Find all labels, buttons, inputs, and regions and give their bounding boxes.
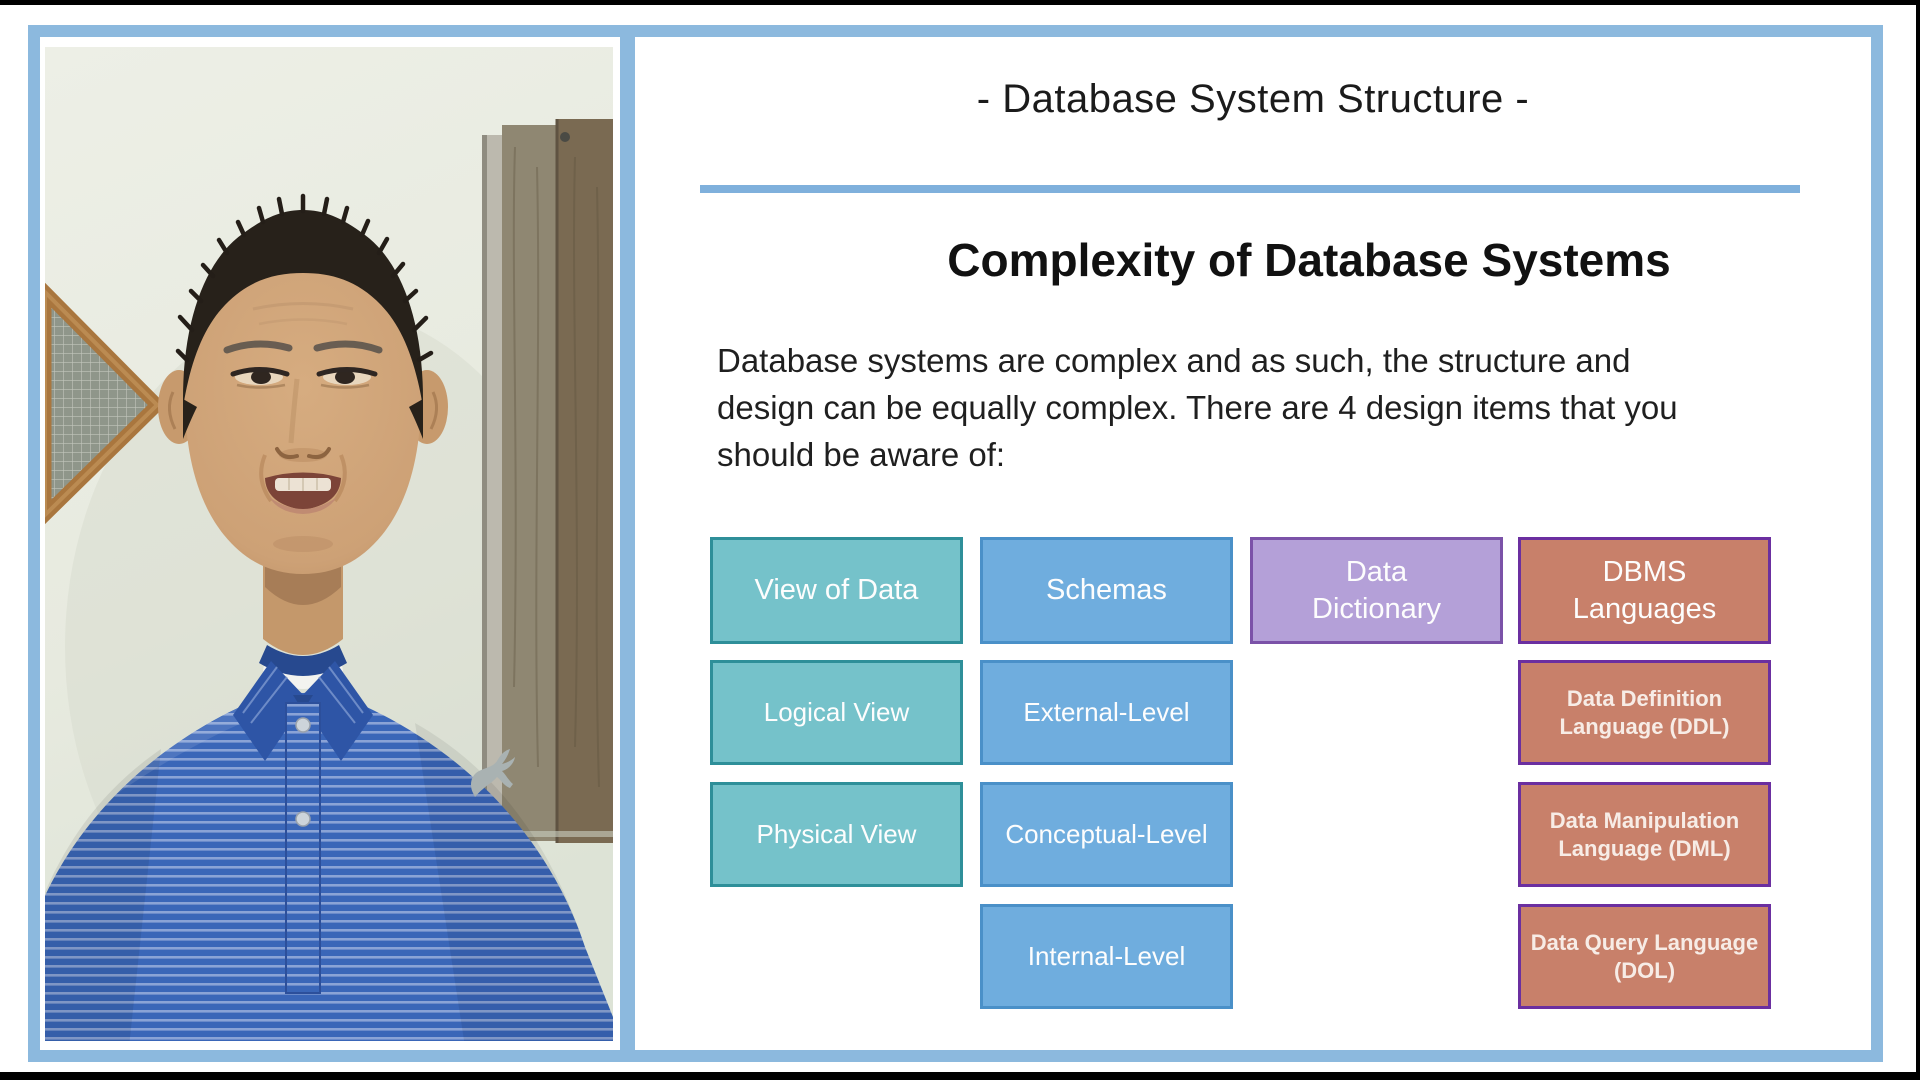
eyes — [230, 367, 378, 389]
wood-plank-frame — [482, 119, 613, 843]
panel-divider — [620, 25, 635, 1062]
paragraph-line-1: Database systems are complex and as such… — [717, 342, 1631, 379]
box-physical-view: Physical View — [710, 782, 963, 887]
box-view-of-data: View of Data — [710, 537, 963, 644]
slide-panel: - Database System Structure - Complexity… — [635, 37, 1871, 1050]
box-external-level: External-Level — [980, 660, 1233, 765]
mouth — [265, 472, 341, 514]
title-underline — [700, 185, 1800, 193]
polo-collar — [233, 645, 373, 761]
nose — [275, 378, 331, 462]
box-dml: Data Manipulation Language (DML) — [1518, 782, 1771, 887]
box-ddl: Data Definition Language (DDL) — [1518, 660, 1771, 765]
presenter-neck — [263, 547, 343, 655]
shirt-button — [295, 811, 311, 827]
presenter-face — [185, 261, 421, 574]
presenter-portrait — [45, 47, 613, 1041]
box-schemas: Schemas — [980, 537, 1233, 644]
presenter-shirt — [45, 687, 613, 1041]
mesh-triangle-frame — [45, 282, 167, 525]
presenter-hair — [175, 193, 434, 439]
box-logical-view: Logical View — [710, 660, 963, 765]
box-dbms-languages: DBMS Languages — [1518, 537, 1771, 644]
box-internal-level: Internal-Level — [980, 904, 1233, 1009]
box-dol: Data Query Language (DOL) — [1518, 904, 1771, 1009]
right-eyebrow — [313, 340, 383, 354]
paragraph-line-2: design can be equally complex. There are… — [717, 389, 1678, 426]
shirt-button — [295, 717, 311, 733]
slide-heading: Complexity of Database Systems — [947, 234, 1671, 286]
slide-paragraph: Database systems are complex and as such… — [717, 337, 1847, 478]
webcam-panel — [45, 47, 613, 1041]
presenter — [45, 193, 613, 1041]
letterbox-top — [0, 0, 1920, 5]
paragraph-line-3: should be aware of: — [717, 436, 1006, 473]
shirt-placket — [285, 702, 321, 994]
left-eyebrow — [223, 340, 293, 354]
letterbox-right — [1916, 0, 1920, 1080]
slide-title: - Database System Structure - — [976, 77, 1530, 121]
box-conceptual-level: Conceptual-Level — [980, 782, 1233, 887]
box-data-dictionary: Data Dictionary — [1250, 537, 1503, 644]
letterbox-bottom — [0, 1072, 1920, 1080]
puma-logo — [471, 749, 515, 797]
